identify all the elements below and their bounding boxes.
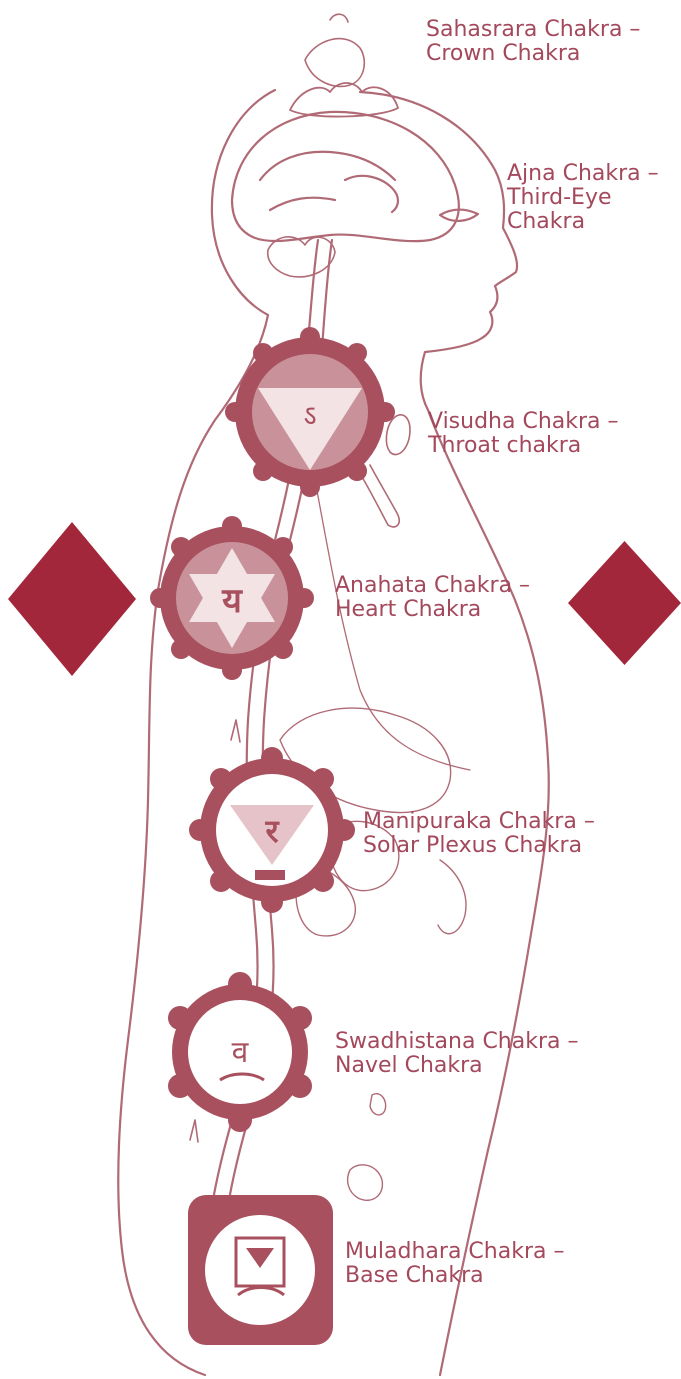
label-visudha-line2: Throat chakra	[428, 434, 619, 458]
label-sahasrara: Sahasrara Chakra – Crown Chakra	[426, 18, 640, 66]
swadhistana-chakra-symbol: व	[168, 972, 312, 1132]
label-swadhistana-line1: Swadhistana Chakra –	[335, 1030, 579, 1054]
label-ajna: Ajna Chakra – Third-Eye Chakra	[507, 162, 659, 234]
label-manipuraka-line1: Manipuraka Chakra –	[363, 810, 595, 834]
muladhara-chakra-symbol	[188, 1195, 333, 1345]
label-manipuraka: Manipuraka Chakra – Solar Plexus Chakra	[363, 810, 595, 858]
label-anahata-line2: Heart Chakra	[335, 598, 530, 622]
label-sahasrara-line2: Crown Chakra	[426, 42, 640, 66]
diamond-prev-icon[interactable]	[8, 522, 136, 676]
label-anahata: Anahata Chakra – Heart Chakra	[335, 574, 530, 622]
visudha-chakra-symbol: ऽ	[225, 327, 395, 497]
label-swadhistana: Swadhistana Chakra – Navel Chakra	[335, 1030, 579, 1078]
svg-text:य: य	[221, 581, 243, 621]
label-muladhara-line1: Muladhara Chakra –	[345, 1240, 564, 1264]
svg-text:ऽ: ऽ	[303, 399, 316, 432]
diamond-next-icon[interactable]	[568, 541, 681, 665]
label-sahasrara-line1: Sahasrara Chakra –	[426, 18, 640, 42]
manipuraka-chakra-symbol: र	[189, 747, 355, 913]
label-ajna-line3: Chakra	[507, 210, 659, 234]
label-swadhistana-line2: Navel Chakra	[335, 1054, 579, 1078]
label-muladhara-line2: Base Chakra	[345, 1264, 564, 1288]
label-visudha: Visudha Chakra – Throat chakra	[428, 410, 619, 458]
label-ajna-line2: Third-Eye	[507, 186, 659, 210]
svg-text:र: र	[264, 812, 280, 850]
label-manipuraka-line2: Solar Plexus Chakra	[363, 834, 595, 858]
label-anahata-line1: Anahata Chakra –	[335, 574, 530, 598]
svg-text:व: व	[232, 1035, 250, 1070]
label-visudha-line1: Visudha Chakra –	[428, 410, 619, 434]
label-ajna-line1: Ajna Chakra –	[507, 162, 659, 186]
label-muladhara: Muladhara Chakra – Base Chakra	[345, 1240, 564, 1288]
anahata-chakra-symbol: य	[150, 516, 314, 680]
